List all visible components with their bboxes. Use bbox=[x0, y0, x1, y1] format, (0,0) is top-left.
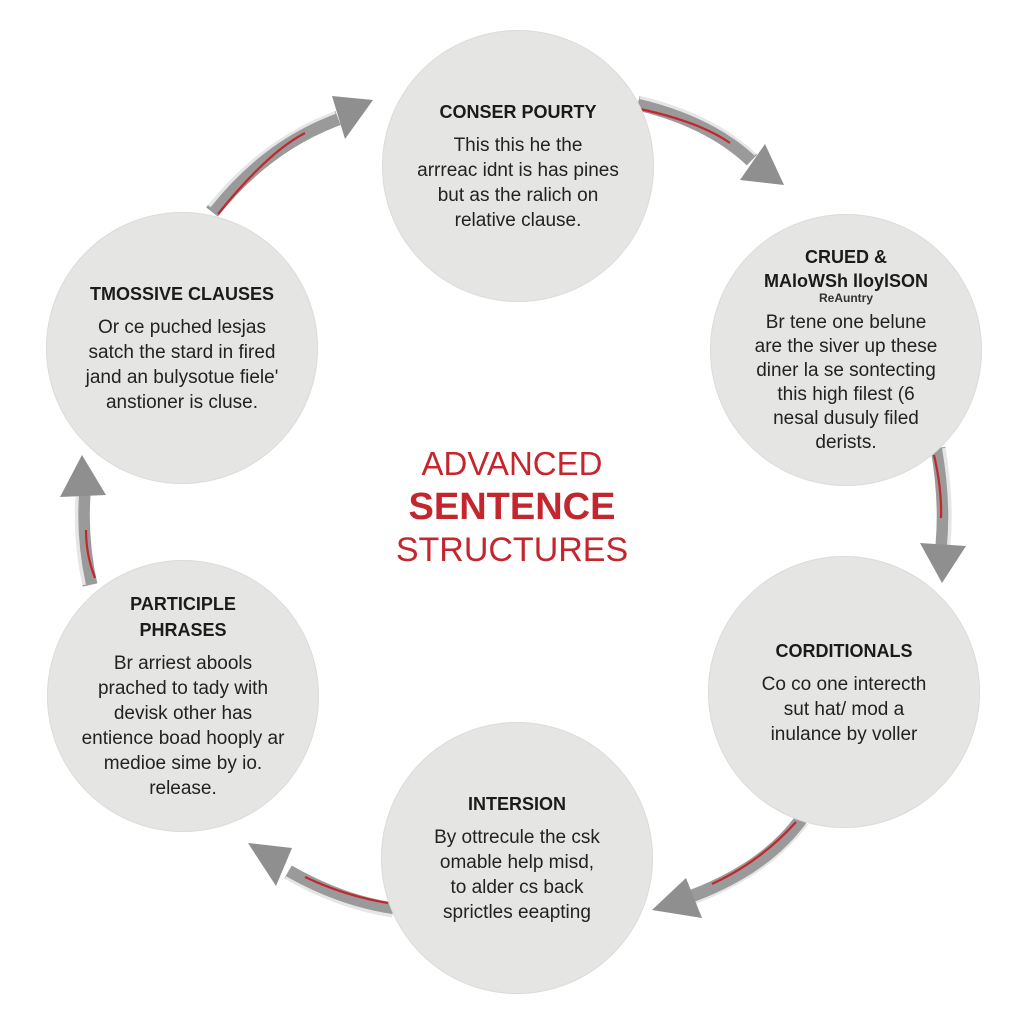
node-body-line: prached to tady with bbox=[97, 678, 269, 699]
arrow-lowerleft-to-upperleft bbox=[60, 455, 106, 587]
node-body-line: Co co one interecth bbox=[761, 673, 927, 695]
node-title: CONSER POURTY bbox=[439, 99, 596, 125]
node-title-line: PARTICIPLE bbox=[130, 594, 236, 614]
node-body-line: release. bbox=[149, 778, 217, 799]
node-title: INTERSION bbox=[468, 791, 566, 817]
node-lower-left: PARTICIPLE PHRASES Br arriest abools pra… bbox=[47, 560, 319, 832]
node-title: PARTICIPLE PHRASES bbox=[130, 591, 236, 643]
node-subtitle: ReAuntry bbox=[818, 291, 873, 305]
arrow-top-to-upperright bbox=[636, 95, 784, 185]
node-top: CONSER POURTY This this he the arrreac i… bbox=[382, 30, 654, 302]
node-body-line: sut hat/ mod a bbox=[783, 698, 905, 720]
center-title-line2: SENTENCE bbox=[408, 486, 616, 528]
node-body-line: Br tene one belune bbox=[765, 312, 927, 333]
node-body-line: jand an bulysotue fiele' bbox=[85, 367, 279, 388]
node-body-line: this high filest (6 bbox=[777, 384, 915, 405]
node-title: CORDITIONALS bbox=[776, 638, 913, 664]
node-body-line: This this he the bbox=[453, 135, 583, 156]
node-title-line: CRUED & bbox=[804, 247, 887, 267]
arrow-upperleft-to-top bbox=[206, 96, 373, 217]
node-body-line: are the siver up these bbox=[754, 336, 938, 357]
node-body: Co co one interecth sut hat/ mod a inula… bbox=[762, 672, 927, 747]
node-body: This this he the arrreac idnt is has pin… bbox=[417, 133, 619, 233]
node-body: Br tene one belune are the siver up thes… bbox=[755, 311, 938, 455]
node-title-line: MAloWSh lloylSON bbox=[764, 271, 928, 291]
center-title: ADVANCED SENTENCE STRUCTURES bbox=[362, 444, 662, 570]
node-title-line: CORDITIONALS bbox=[775, 640, 913, 661]
arrow-upperright-to-lowerright bbox=[920, 446, 966, 583]
node-title-line: INTERSION bbox=[467, 794, 566, 814]
node-body-line: but as the ralich on bbox=[437, 185, 599, 206]
node-body-line: diner la se sontecting bbox=[756, 360, 936, 381]
node-body: By ottrecule the csk omable help misd, t… bbox=[434, 825, 600, 925]
node-body-line: relative clause. bbox=[454, 210, 582, 231]
node-body-line: derists. bbox=[815, 432, 877, 453]
node-title-line: TMOSSIVE CLAUSES bbox=[89, 284, 275, 304]
node-body-line: nesal dusuly filed bbox=[773, 408, 919, 429]
node-body: Or ce puched lesjas satch the stard in f… bbox=[86, 315, 279, 415]
node-body-line: devisk other has bbox=[113, 703, 253, 724]
center-title-line3: STRUCTURES bbox=[395, 531, 629, 569]
node-title-line: PHRASES bbox=[139, 620, 227, 640]
node-bottom: INTERSION By ottrecule the csk omable he… bbox=[381, 722, 653, 994]
node-body-line: omable help misd, bbox=[439, 852, 595, 873]
node-title-line: CONSER POURTY bbox=[439, 102, 597, 122]
node-body: Br arriest abools prached to tady with d… bbox=[82, 651, 285, 801]
node-body-line: Br arriest abools bbox=[113, 653, 253, 674]
center-title-line1: ADVANCED bbox=[421, 445, 603, 482]
node-body-line: medioe sime by io. bbox=[103, 753, 263, 774]
node-lower-right: CORDITIONALS Co co one interecth sut hat… bbox=[708, 556, 980, 828]
node-body-line: sprictles eeapting bbox=[443, 902, 591, 923]
node-upper-right: CRUED & MAloWSh lloylSON ReAuntry Br ten… bbox=[710, 214, 982, 486]
node-body-line: entience boad hooply ar bbox=[81, 728, 285, 749]
arrow-bottom-to-lowerleft bbox=[248, 843, 395, 918]
node-body-line: arrreac idnt is has pines bbox=[417, 160, 619, 181]
node-body-line: Or ce puched lesjas bbox=[98, 317, 266, 338]
node-body-line: to alder cs back bbox=[450, 877, 584, 898]
arrow-lowerright-to-bottom bbox=[652, 815, 810, 918]
node-body-line: inulance by voller bbox=[770, 723, 918, 745]
node-body-line: By ottrecule the csk bbox=[434, 827, 600, 848]
node-upper-left: TMOSSIVE CLAUSES Or ce puched lesjas sat… bbox=[46, 212, 318, 484]
node-title: TMOSSIVE CLAUSES bbox=[90, 281, 274, 307]
node-title: CRUED & MAloWSh lloylSON bbox=[764, 245, 928, 293]
node-body-line: anstioner is cluse. bbox=[105, 392, 259, 413]
node-body-line: satch the stard in fired bbox=[88, 342, 276, 363]
